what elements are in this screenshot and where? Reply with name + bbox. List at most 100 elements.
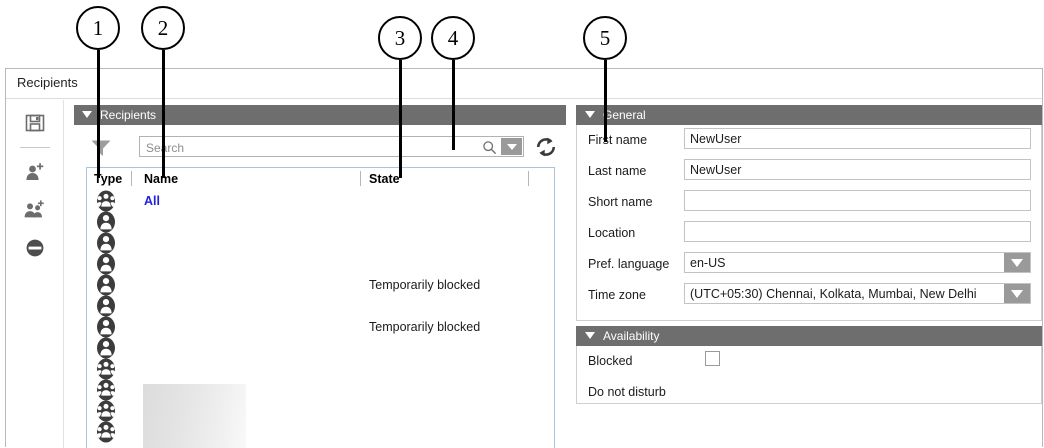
table-row[interactable]: Temporarily blocked <box>87 316 554 338</box>
general-section-title: General <box>603 108 646 122</box>
field-label: Last name <box>588 164 647 178</box>
table-row[interactable] <box>87 358 554 380</box>
table-row[interactable] <box>87 253 554 275</box>
filter-funnel-icon <box>91 140 111 156</box>
add-group-icon <box>24 200 44 218</box>
row-type-icon <box>94 400 118 422</box>
table-row[interactable] <box>87 337 554 359</box>
table-row[interactable]: Temporarily blocked <box>87 274 554 296</box>
block-button[interactable] <box>15 231 55 265</box>
list-toolbar <box>74 131 566 163</box>
form-row: Time zone(UTC+05:30) Chennai, Kolkata, M… <box>577 280 1043 311</box>
callout-leader-line <box>452 60 455 150</box>
select-field[interactable]: (UTC+05:30) Chennai, Kolkata, Mumbai, Ne… <box>684 283 1031 304</box>
dropdown-button[interactable] <box>1004 284 1030 303</box>
search-dropdown-button[interactable] <box>501 138 522 155</box>
select-field[interactable]: en-US <box>684 252 1031 273</box>
row-type-icon <box>94 253 118 275</box>
column-header-type[interactable]: Type <box>94 172 123 186</box>
chevron-down-icon <box>506 143 517 150</box>
window-titlebar: Recipients <box>6 69 1042 99</box>
callout-4: 4 <box>431 16 475 60</box>
callout-2: 2 <box>141 6 185 50</box>
column-header-name[interactable]: Name <box>144 172 179 186</box>
row-type-icon <box>94 379 118 401</box>
row-state: Temporarily blocked <box>369 320 481 334</box>
column-divider[interactable] <box>131 171 132 186</box>
row-type-icon <box>94 274 118 296</box>
general-section-header[interactable]: General <box>576 105 1042 125</box>
person-icon <box>97 274 115 296</box>
dropdown-button[interactable] <box>1004 253 1030 272</box>
group-icon <box>96 358 116 380</box>
availability-section-header[interactable]: Availability <box>576 326 1042 346</box>
add-recipient-button[interactable] <box>15 155 55 189</box>
save-icon <box>25 114 45 132</box>
field-label: Location <box>588 226 636 240</box>
column-divider[interactable] <box>528 171 529 186</box>
row-type-icon <box>94 295 118 317</box>
form-row: Blocked <box>577 346 1043 377</box>
table-row[interactable] <box>87 232 554 254</box>
table-row[interactable] <box>87 211 554 233</box>
checkbox[interactable] <box>705 351 720 366</box>
row-type-icon <box>94 316 118 338</box>
field-label: Do not disturb <box>588 385 666 399</box>
person-icon <box>97 295 115 317</box>
collapse-triangle-icon[interactable] <box>82 111 92 118</box>
row-type-icon <box>94 358 118 380</box>
search-box[interactable] <box>139 136 524 157</box>
collapse-triangle-icon[interactable] <box>585 332 595 339</box>
callout-number: 4 <box>447 25 459 50</box>
field-label: Short name <box>588 195 653 209</box>
recipients-panel: Recipients <box>74 105 566 448</box>
page-title: Recipients <box>17 75 78 90</box>
add-user-icon <box>26 163 44 180</box>
search-input[interactable] <box>144 138 478 157</box>
left-toolbar <box>6 100 64 448</box>
person-icon <box>97 337 115 359</box>
form-row: Location <box>577 218 1043 249</box>
callout-leader-line <box>162 50 165 178</box>
person-icon <box>97 253 115 275</box>
chevron-down-icon <box>1011 289 1023 298</box>
form-row: Last name NewUser <box>577 156 1043 187</box>
group-icon <box>96 400 116 422</box>
save-button[interactable] <box>15 106 55 140</box>
callout-number: 1 <box>92 15 104 40</box>
text-field[interactable] <box>684 190 1031 211</box>
column-header-state[interactable]: State <box>369 172 400 186</box>
search-button[interactable] <box>482 140 497 160</box>
text-field[interactable] <box>684 221 1031 242</box>
field-value: NewUser <box>690 132 742 146</box>
add-group-button[interactable] <box>15 193 55 227</box>
person-icon <box>97 211 115 233</box>
form-row: Short name <box>577 187 1043 218</box>
person-icon <box>97 232 115 254</box>
availability-fields: Blocked Do not disturb <box>576 346 1042 404</box>
text-field[interactable]: NewUser <box>684 128 1031 149</box>
collapse-triangle-icon[interactable] <box>585 111 595 118</box>
refresh-button[interactable] <box>534 135 558 164</box>
group-icon <box>96 421 116 443</box>
row-type-icon <box>94 232 118 254</box>
column-divider[interactable] <box>360 171 361 186</box>
form-row: Pref. language en-US <box>577 249 1043 280</box>
callout-leader-line <box>399 60 402 178</box>
form-row: Do not disturb <box>577 377 1043 408</box>
row-type-icon <box>94 211 118 233</box>
table-row[interactable] <box>87 295 554 317</box>
filter-button[interactable] <box>90 139 112 162</box>
field-label: Pref. language <box>588 257 670 271</box>
callout-number: 5 <box>599 25 611 50</box>
magnifier-icon <box>483 141 497 155</box>
callout-number: 2 <box>157 15 169 40</box>
callout-number: 3 <box>394 25 406 50</box>
recipients-panel-header[interactable]: Recipients <box>74 105 566 125</box>
text-field[interactable]: NewUser <box>684 159 1031 180</box>
table-row[interactable]: All <box>87 190 554 212</box>
callout-leader-line <box>97 50 100 178</box>
